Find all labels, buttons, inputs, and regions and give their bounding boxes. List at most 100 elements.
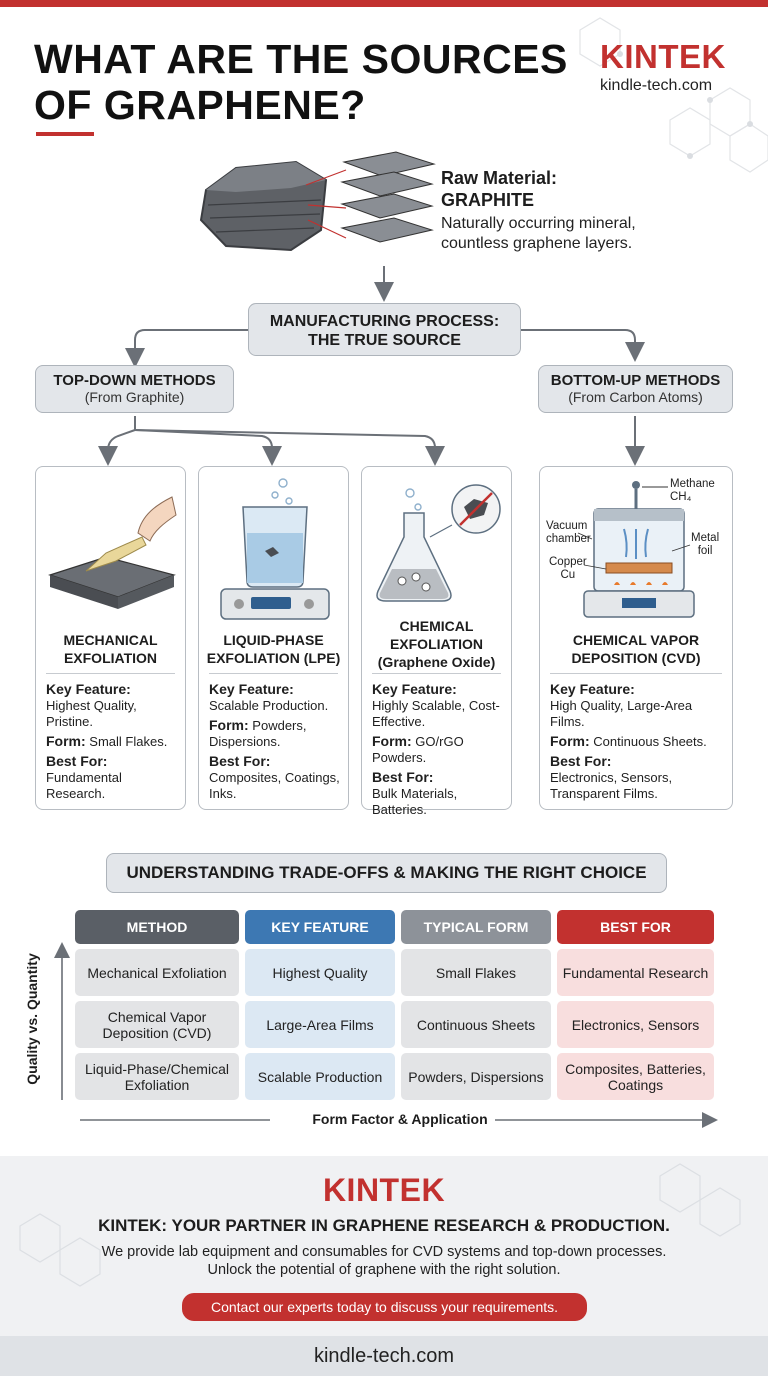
- y-axis-label: Quality vs. Quantity: [24, 953, 40, 1085]
- form-label: Form:: [46, 733, 86, 749]
- best-for-value: Fundamental Research.: [46, 770, 122, 801]
- form-value: Small Flakes.: [89, 734, 168, 749]
- key-feature-value: Highly Scalable, Cost-Effective.: [372, 698, 500, 729]
- tradeoff-axes: [54, 942, 718, 1128]
- table-header-best-for: BEST FOR: [557, 910, 714, 944]
- table-cell: Large-Area Films: [245, 1001, 395, 1048]
- card-separator: [46, 673, 175, 674]
- footer-text-line2: Unlock the potential of graphene with th…: [207, 1262, 561, 1278]
- tape-peeling-graphite-icon: [48, 496, 177, 609]
- cvd-label-text: foil: [697, 545, 713, 557]
- table-cell: Continuous Sheets: [401, 1001, 551, 1048]
- tradeoffs-title: UNDERSTANDING TRADE-OFFS & MAKING THE RI…: [106, 853, 667, 893]
- best-for-label: Best For:: [46, 753, 108, 769]
- cvd-label-text: Cu: [560, 569, 576, 581]
- card-body: Key Feature:Highly Scalable, Cost-Effect…: [372, 681, 505, 821]
- footer-url[interactable]: kindle-tech.com: [0, 1336, 768, 1376]
- form-value: Powders, Dispersions.: [209, 718, 307, 749]
- top-accent-bar: [0, 0, 768, 7]
- footer-tagline: KINTEK: YOUR PARTNER IN GRAPHENE RESEARC…: [98, 1216, 670, 1235]
- best-for-label: Best For:: [209, 753, 271, 769]
- form-value: GO/rGO Powders.: [372, 734, 464, 765]
- table-cell: Fundamental Research: [557, 949, 714, 996]
- card-title-line: (Graphene Oxide): [377, 654, 496, 670]
- table-cell: Chemical Vapor Deposition (CVD): [75, 1001, 239, 1048]
- header-brand-url[interactable]: kindle-tech.com: [600, 77, 713, 94]
- card-title: MECHANICAL EXFOLIATION: [42, 631, 179, 667]
- footer-hexagon-decoration: [19, 1163, 741, 1287]
- process-line2: THE TRUE SOURCE: [308, 332, 461, 349]
- table-cell: Mechanical Exfoliation: [75, 949, 239, 996]
- table-cell: Electronics, Sensors: [557, 1001, 714, 1048]
- card-title: CHEMICAL EXFOLIATION (Graphene Oxide): [368, 617, 505, 671]
- method-card-cvd: Methane CH₄ Vacuum chamber Metal foil Co…: [539, 466, 733, 810]
- key-feature-label: Key Feature:: [209, 681, 294, 697]
- cvd-label-text: Methane: [670, 478, 715, 490]
- card-title-line: DEPOSITION (CVD): [571, 650, 701, 666]
- top-down-methods-box: TOP-DOWN METHODS (From Graphite): [35, 365, 234, 413]
- card-body: Key Feature:High Quality, Large-Area Fil…: [550, 681, 726, 805]
- beaker-stirrer-icon: [220, 478, 330, 620]
- bottom-up-title: BOTTOM-UP METHODS: [550, 372, 721, 389]
- table-cell: Powders, Dispersions: [401, 1053, 551, 1100]
- bottom-up-methods-box: BOTTOM-UP METHODS (From Carbon Atoms): [538, 365, 733, 413]
- manufacturing-process-box: MANUFACTURING PROCESS: THE TRUE SOURCE: [248, 303, 521, 356]
- raw-material-name: GRAPHITE: [441, 190, 535, 210]
- cvd-label-copper: Copper Cu: [549, 556, 587, 582]
- raw-material-description: Naturally occurring mineral, countless g…: [441, 215, 636, 252]
- hexagon-network-decoration: [579, 17, 768, 173]
- card-title-line: CHEMICAL: [399, 618, 474, 634]
- form-value: Continuous Sheets.: [593, 734, 707, 749]
- card-separator: [550, 673, 722, 674]
- raw-material-label: Raw Material:: [441, 168, 558, 188]
- cvd-label-metal: Metal foil: [691, 532, 719, 558]
- table-cell: Highest Quality: [245, 949, 395, 996]
- table-cell: Scalable Production: [245, 1053, 395, 1100]
- graphite-rock-illustration: [199, 151, 436, 252]
- best-for-label: Best For:: [550, 753, 612, 769]
- table-header-typical-form: TYPICAL FORM: [401, 910, 551, 944]
- table-cell: Composites, Batteries, Coatings: [557, 1053, 714, 1100]
- card-separator: [372, 673, 501, 674]
- key-feature-label: Key Feature:: [372, 681, 457, 697]
- best-for-value: Electronics, Sensors, Transparent Films.: [550, 770, 673, 801]
- key-feature-value: Highest Quality, Pristine.: [46, 698, 137, 729]
- footer-text-line1: We provide lab equipment and consumables…: [101, 1244, 667, 1260]
- flask-oxide-icon: [376, 484, 501, 602]
- table-cell: Liquid-Phase/Chemical Exfoliation: [75, 1053, 239, 1100]
- card-body: Key Feature:Highest Quality, Pristine. F…: [46, 681, 179, 805]
- card-separator: [209, 673, 338, 674]
- contact-experts-button[interactable]: Contact our experts today to discuss you…: [182, 1293, 587, 1321]
- footer-brand-logo: KINTEK: [322, 1172, 446, 1208]
- card-title-line: EXFOLIATION: [63, 650, 158, 666]
- method-card-chemical: CHEMICAL EXFOLIATION (Graphene Oxide) Ke…: [361, 466, 512, 817]
- best-for-label: Best For:: [372, 769, 434, 785]
- top-down-subtitle: (From Graphite): [84, 389, 185, 405]
- card-body: Key Feature:Scalable Production. Form: P…: [209, 681, 342, 805]
- title-underline: [36, 132, 94, 136]
- form-label: Form:: [209, 717, 249, 733]
- table-header-key-feature: KEY FEATURE: [245, 910, 395, 944]
- card-title-line: MECHANICAL: [63, 632, 158, 648]
- flow-connectors: [98, 266, 645, 466]
- key-feature-label: Key Feature:: [550, 681, 635, 697]
- header-brand-logo: KINTEK: [600, 38, 726, 75]
- page-title: WHAT ARE THE SOURCES OF GRAPHENE?: [34, 36, 568, 128]
- raw-material-title: Raw Material: GRAPHITE: [441, 167, 557, 211]
- cvd-label-methane: Methane CH₄: [670, 478, 715, 504]
- method-card-liquid-phase: LIQUID-PHASE EXFOLIATION (LPE) Key Featu…: [198, 466, 349, 810]
- form-label: Form:: [372, 733, 412, 749]
- bottom-up-subtitle: (From Carbon Atoms): [568, 389, 703, 405]
- key-feature-value: Scalable Production.: [209, 698, 329, 713]
- cvd-label-text: chamber: [546, 533, 591, 545]
- cvd-chamber-illustration: [577, 481, 695, 618]
- cvd-label-vacuum: Vacuum chamber: [546, 520, 591, 546]
- card-title-line: EXFOLIATION: [389, 636, 484, 652]
- card-title: CHEMICAL VAPOR DEPOSITION (CVD): [546, 631, 726, 667]
- card-title-line: CHEMICAL VAPOR: [572, 632, 700, 648]
- process-line1: MANUFACTURING PROCESS:: [269, 313, 500, 330]
- top-down-title: TOP-DOWN METHODS: [53, 372, 216, 389]
- form-label: Form:: [550, 733, 590, 749]
- table-header-method: METHOD: [75, 910, 239, 944]
- card-title-line: LIQUID-PHASE: [223, 632, 324, 648]
